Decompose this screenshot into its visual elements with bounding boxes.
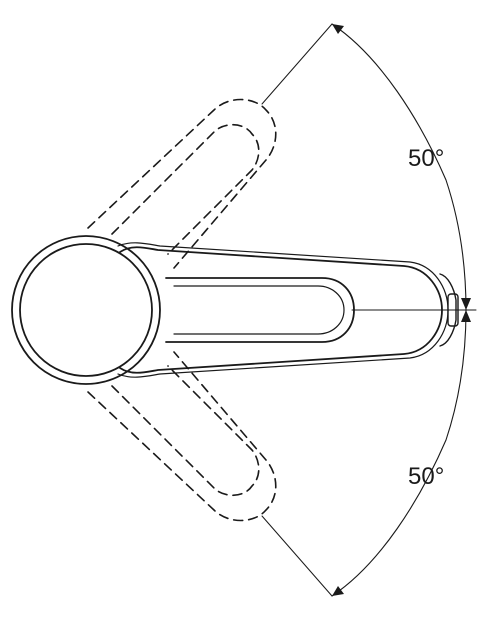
angle-reference-lines: [261, 23, 477, 597]
arc-arrowhead-mid-bottom: [461, 310, 471, 322]
lever-main-position: [117, 242, 459, 378]
lever-lower-position-outline: [87, 351, 277, 522]
faucet-base-disk: [11, 235, 161, 385]
arc-arrowhead-bottom: [332, 586, 344, 596]
lever-upper-position-outline: [87, 98, 277, 269]
upper-angle-label: 50°: [408, 145, 444, 172]
lower-angle-label: 50°: [408, 463, 444, 490]
arc-arrowhead-top: [332, 24, 344, 34]
arc-arrowhead-mid-top: [461, 298, 471, 310]
